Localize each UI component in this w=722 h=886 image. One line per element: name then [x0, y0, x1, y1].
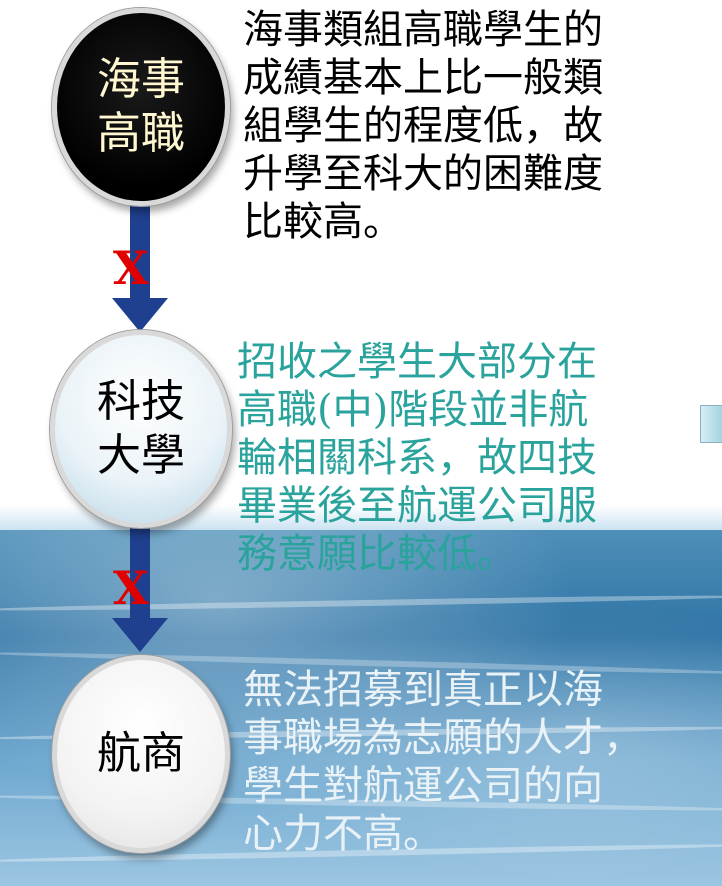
description-line: 輪相關科系，故四技	[237, 435, 597, 481]
description-line: 事職場為志願的人才，	[243, 715, 643, 761]
arrow-connector-1	[112, 200, 168, 332]
description-shipping-company: 無法招募到真正以海 事職場為志願的人才， 學生對航運公司的向 心力不高。	[243, 666, 722, 858]
description-maritime-vocational: 海事類組高職學生的 成績基本上比一般類 組學生的程度低，故 升學至科大的困難度 …	[243, 6, 683, 246]
x-mark-2: X	[113, 561, 149, 615]
description-line: 心力不高。	[243, 811, 443, 857]
node-label-line: 科技	[97, 376, 185, 428]
description-line: 學生對航運公司的向	[243, 763, 603, 809]
x-mark-1: X	[113, 241, 149, 295]
node-tech-university: 科技 大學	[50, 330, 232, 528]
description-line: 比較高。	[243, 199, 403, 245]
node-label-line: 高職	[97, 108, 185, 159]
description-line: 海事類組高職學生的	[243, 7, 603, 53]
description-line: 畢業後至航運公司服	[237, 483, 597, 529]
arrow-shaft	[130, 200, 150, 300]
node-label-line: 海事	[97, 54, 185, 106]
arrow-head	[112, 618, 168, 652]
description-line: 組學生的程度低，故	[243, 103, 603, 149]
node-maritime-vocational: 海事 高職	[52, 8, 230, 206]
node-label-line: 航商	[97, 728, 185, 780]
description-line: 無法招募到真正以海	[243, 667, 603, 713]
node-label-line: 大學	[97, 430, 185, 481]
arrow-shaft	[130, 524, 150, 620]
description-line: 升學至科大的困難度	[243, 151, 603, 197]
arrow-head	[112, 298, 168, 332]
side-tab-decoration	[700, 405, 722, 443]
arrow-connector-2	[112, 524, 168, 652]
description-line: 高職(中)階段並非航	[237, 387, 589, 433]
description-line: 招收之學生大部分在	[237, 339, 597, 385]
node-shipping-company: 航商	[52, 655, 230, 853]
description-line: 成績基本上比一般類	[243, 55, 603, 101]
description-tech-university: 招收之學生大部分在 高職(中)階段並非航 輪相關科系，故四技 畢業後至航運公司服…	[237, 338, 677, 578]
description-line: 務意願比較低。	[237, 531, 517, 577]
